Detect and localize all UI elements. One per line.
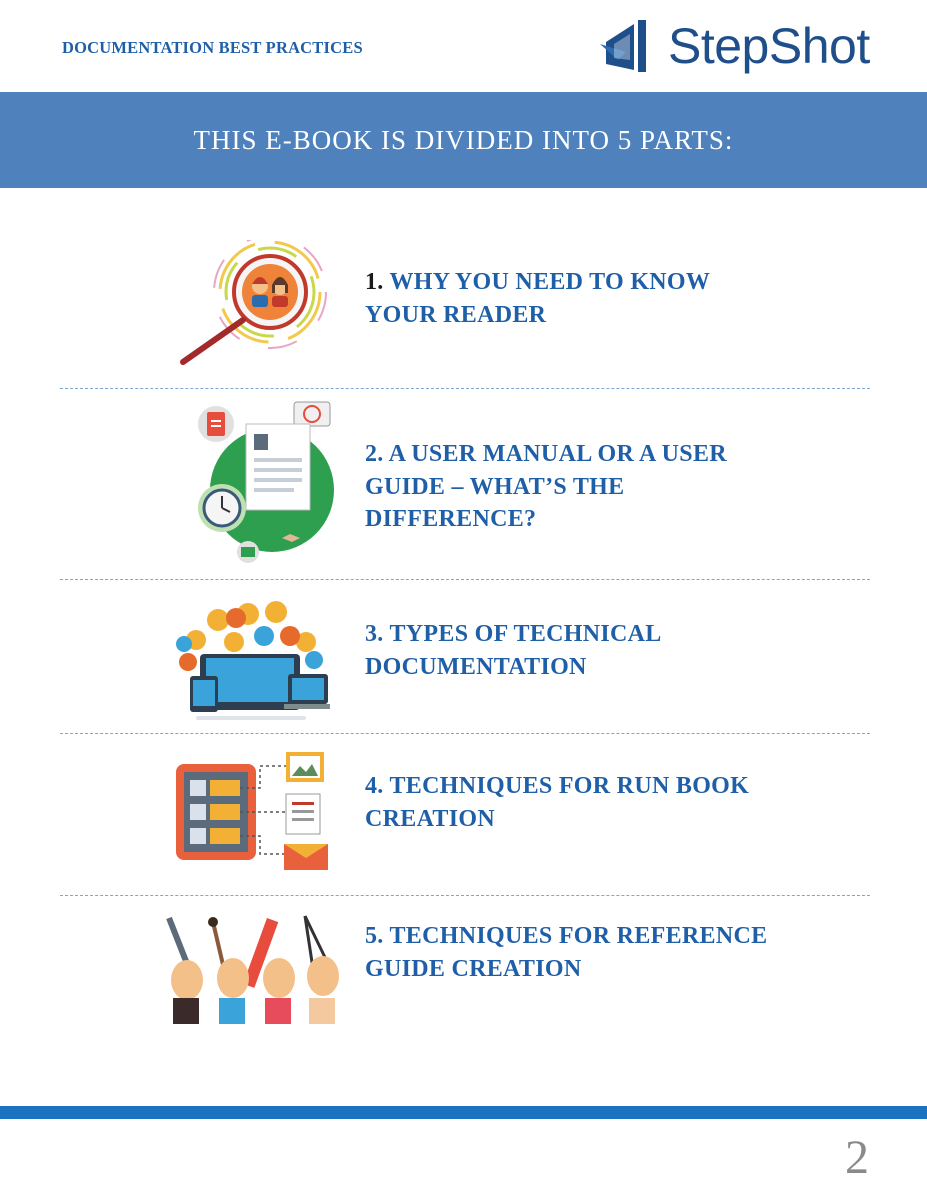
part-4-text: TECHNIQUES FOR RUN BOOK CREATION xyxy=(365,773,750,832)
part-4-number: 4. xyxy=(365,773,384,799)
section-divider xyxy=(60,895,870,896)
hands-tools-icon xyxy=(166,915,339,1024)
part-3-text: TYPES OF TECHNICAL DOCUMENTATION xyxy=(365,621,661,680)
tablet-flowchart-icon xyxy=(176,752,328,870)
part-5-title: 5. TECHNIQUES FOR REFERENCE GUIDE CREATI… xyxy=(365,920,785,985)
part-4-title: 4. TECHNIQUES FOR RUN BOOK CREATION xyxy=(365,770,785,835)
section-divider xyxy=(60,733,870,734)
part-5-text: TECHNIQUES FOR REFERENCE GUIDE CREATION xyxy=(365,923,768,982)
part-2: 2. A USER MANUAL OR A USER GUIDE – WHAT’… xyxy=(0,400,927,570)
stepshot-logo-mark-icon xyxy=(600,20,646,72)
devices-documents-icon xyxy=(176,601,330,720)
part-2-title: 2. A USER MANUAL OR A USER GUIDE – WHAT’… xyxy=(365,438,785,536)
part-4: 4. TECHNIQUES FOR RUN BOOK CREATION xyxy=(0,748,927,878)
part-1-title: 1. WHY YOU NEED TO KNOW YOUR READER xyxy=(365,266,785,331)
part-5: 5. TECHNIQUES FOR REFERENCE GUIDE CREATI… xyxy=(0,912,927,1032)
part-1-number: 1. xyxy=(365,269,384,295)
part-3-number: 3. xyxy=(365,621,384,647)
part-1: 1. WHY YOU NEED TO KNOW YOUR READER xyxy=(0,240,927,370)
section-divider xyxy=(60,579,870,580)
stepshot-logo: StepShot xyxy=(600,14,890,78)
document-clock-icon xyxy=(198,401,334,563)
banner-title: THIS E-BOOK IS DIVIDED INTO 5 PARTS: xyxy=(193,124,734,155)
footer-bar xyxy=(0,1106,927,1119)
part-1-text: WHY YOU NEED TO KNOW YOUR READER xyxy=(365,269,710,328)
part-5-number: 5. xyxy=(365,923,384,949)
page-number: 2 xyxy=(845,1131,869,1184)
part-3-title: 3. TYPES OF TECHNICAL DOCUMENTATION xyxy=(365,618,785,683)
section-divider xyxy=(60,388,870,389)
stepshot-logo-text: StepShot xyxy=(668,18,870,74)
magnifier-people-icon xyxy=(180,240,327,365)
section-banner: THIS E-BOOK IS DIVIDED INTO 5 PARTS: xyxy=(0,92,927,188)
part-3: 3. TYPES OF TECHNICAL DOCUMENTATION xyxy=(0,598,927,723)
part-2-text: A USER MANUAL OR A USER GUIDE – WHAT’S T… xyxy=(365,441,727,532)
document-section-label: DOCUMENTATION BEST PRACTICES xyxy=(62,38,363,57)
part-2-number: 2. xyxy=(365,441,384,467)
